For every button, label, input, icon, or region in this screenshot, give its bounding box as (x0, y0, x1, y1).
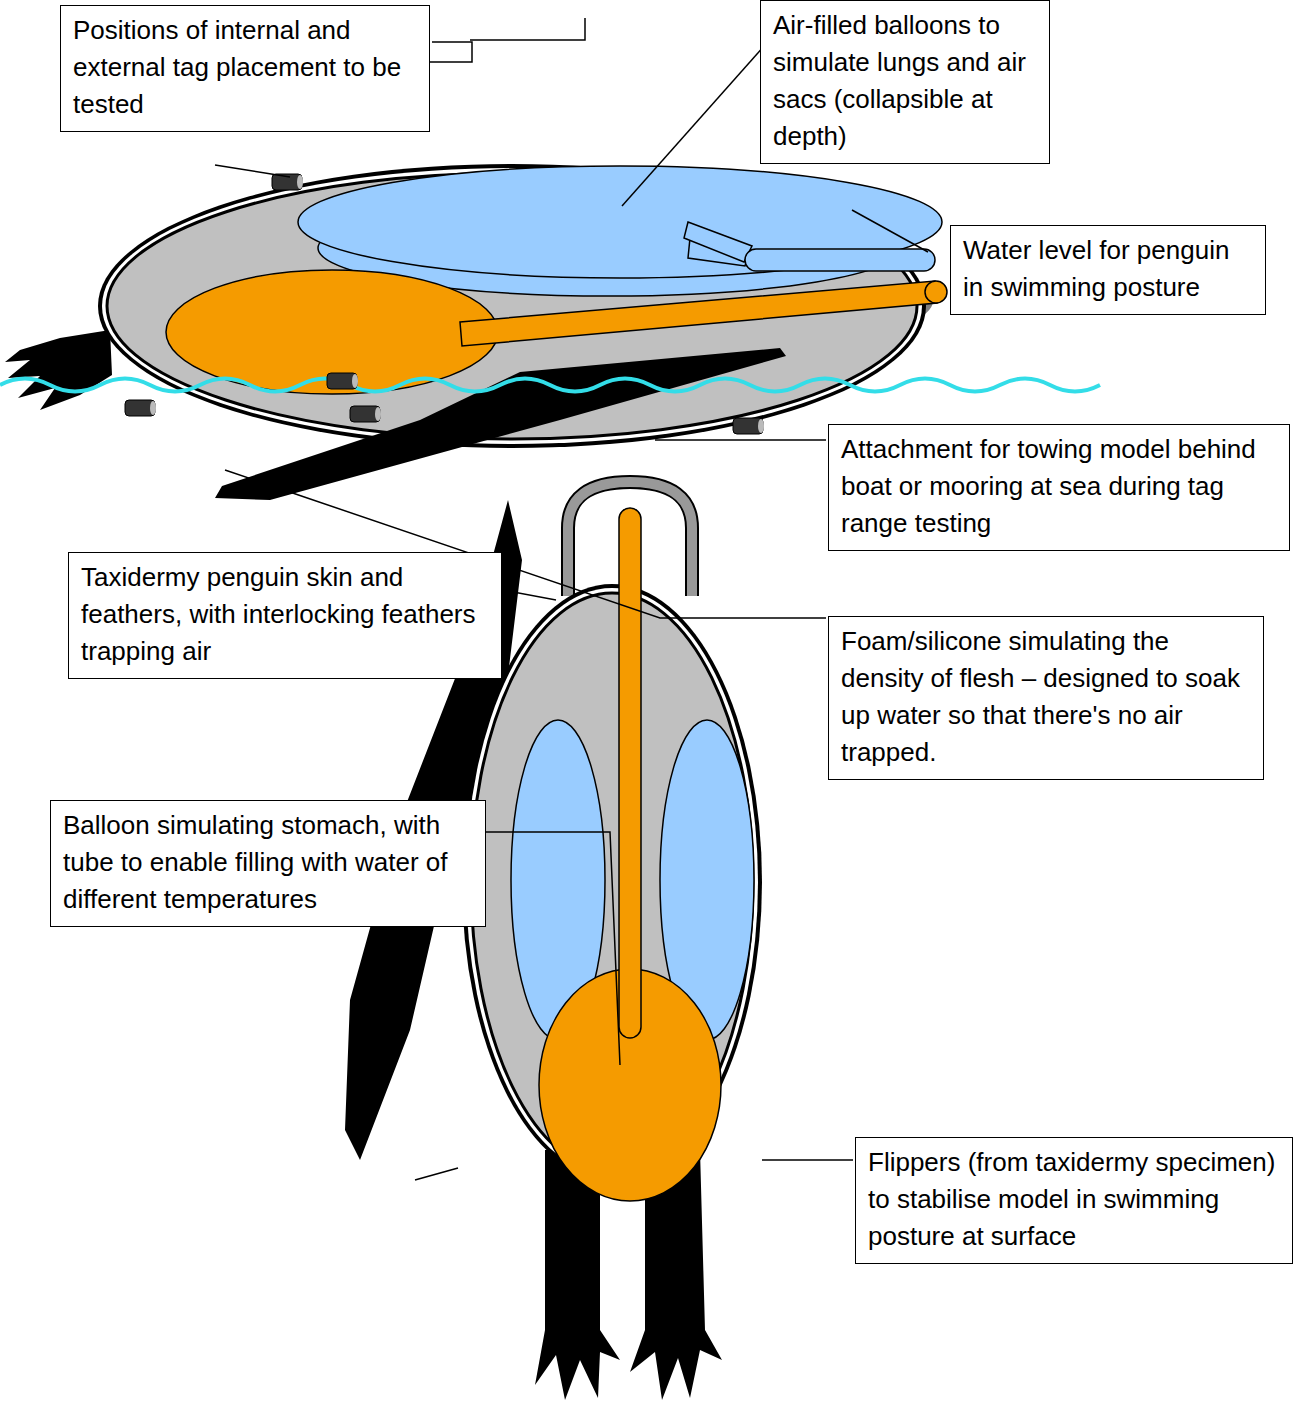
callout-text: Air-filled balloons to simulate lungs an… (773, 7, 1039, 155)
callout-box: Attachment for towing model behind boat … (828, 424, 1290, 551)
drawing-circle (925, 281, 947, 303)
drawing-path (460, 281, 937, 346)
callout-box: Balloon simulating stomach, with tube to… (50, 800, 486, 927)
drawing-path (684, 222, 752, 262)
drawing-ellipse (297, 175, 303, 189)
drawing-line (762, 1159, 853, 1161)
callout-box: Flippers (from taxidermy specimen) to st… (855, 1137, 1293, 1264)
drawing-rect (350, 406, 380, 422)
callout-box: Foam/silicone simulating the density of … (828, 616, 1264, 780)
drawing-rect (733, 418, 763, 434)
callout-text: Flippers (from taxidermy specimen) to st… (868, 1144, 1282, 1255)
callout-box: Positions of internal and external tag p… (60, 5, 430, 132)
drawing-g (150, 175, 764, 433)
drawing-ellipse (375, 407, 381, 421)
drawing-line (852, 210, 928, 252)
drawing-ellipse (150, 401, 156, 415)
drawing-g (125, 174, 763, 434)
callout-text: Balloon simulating stomach, with tube to… (63, 807, 475, 918)
callout-text: Attachment for towing model behind boat … (841, 431, 1279, 542)
drawing-rect (327, 373, 357, 389)
callout-text: Water level for penguin in swimming post… (963, 232, 1255, 306)
drawing-rect (125, 400, 155, 416)
drawing-line (622, 45, 765, 206)
drawing-line (502, 590, 556, 600)
drawing-path (0, 379, 1100, 392)
drawing-ellipse (758, 419, 764, 433)
drawing-polyline (486, 832, 620, 1065)
drawing-polyline (430, 42, 472, 62)
drawing-path (5, 330, 112, 410)
drawing-ellipse (352, 374, 358, 388)
drawing-rect (745, 249, 935, 271)
callout-text: Foam/silicone simulating the density of … (841, 623, 1253, 771)
drawing-line (655, 439, 826, 441)
drawing-polyline (470, 18, 585, 40)
drawing-ellipse (298, 166, 942, 278)
callout-box: Water level for penguin in swimming post… (950, 225, 1266, 315)
drawing-ellipse (166, 270, 498, 394)
callout-text: Positions of internal and external tag p… (73, 12, 419, 123)
drawing-line (215, 165, 290, 177)
drawing-path (215, 348, 786, 500)
callout-box: Air-filled balloons to simulate lungs an… (760, 0, 1050, 164)
callout-box: Taxidermy penguin skin and feathers, wit… (68, 552, 502, 679)
callout-text: Taxidermy penguin skin and feathers, wit… (81, 559, 491, 670)
drawing-rect (619, 508, 641, 1038)
drawing-line (415, 1168, 458, 1180)
